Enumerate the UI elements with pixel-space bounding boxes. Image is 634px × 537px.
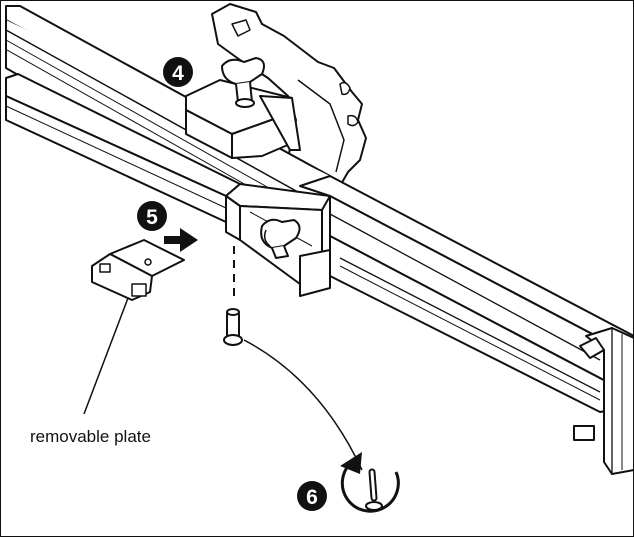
plate-leader-line: [83, 297, 129, 415]
wing-knob-icon: [221, 57, 265, 108]
step-badge-6: 6: [297, 481, 327, 511]
extension-rail: [299, 175, 634, 413]
step-badge-5: 5: [137, 201, 167, 231]
step-number-6: 6: [306, 486, 318, 509]
insert-arrow-icon: [164, 228, 198, 252]
rail-end-cap: [573, 327, 634, 475]
lower-rail: [5, 73, 241, 223]
removable-plate-label: removable plate: [30, 427, 151, 446]
bolt-leader-line: [243, 339, 363, 471]
step-number-5: 5: [146, 206, 158, 229]
rotate-arrow-icon: [340, 452, 400, 513]
removable-plate-part: [91, 239, 185, 301]
upper-clamp-block: [185, 79, 301, 159]
step-badge-4: 4: [163, 57, 193, 87]
step-number-4: 4: [172, 62, 184, 85]
sleeve-knob-icon: [260, 218, 301, 259]
bolt-icon: [223, 308, 243, 346]
